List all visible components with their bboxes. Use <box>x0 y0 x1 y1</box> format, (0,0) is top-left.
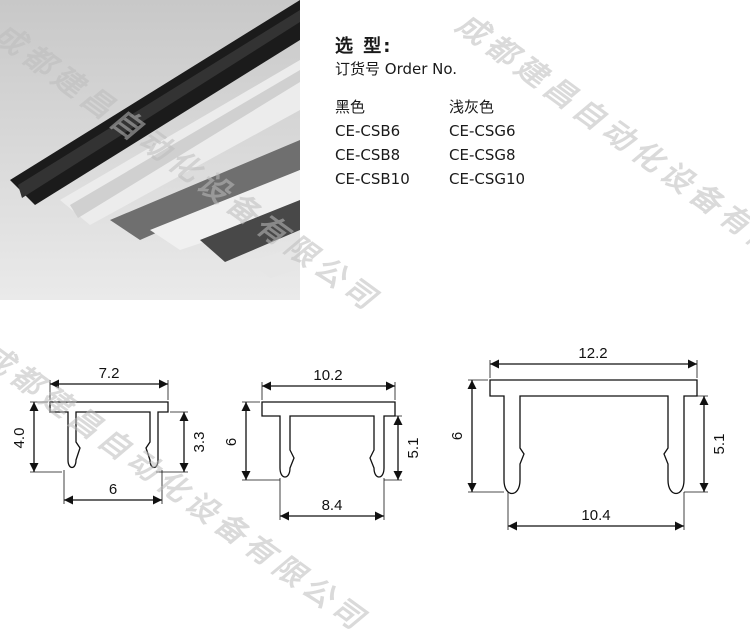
profile-drawing-3 <box>467 359 709 531</box>
gray-heading: 浅灰色 <box>449 98 495 116</box>
dim-bottom-width-3: 10.4 <box>581 507 610 524</box>
dim-leg-height-2: 5.1 <box>405 438 422 459</box>
model-code: CE-CSB8 <box>335 146 401 164</box>
model-code: CE-CSB10 <box>335 170 410 188</box>
dim-height-1: 4.0 <box>11 428 28 449</box>
dim-bottom-width-2: 8.4 <box>322 497 343 514</box>
profile-drawings: 7.2 4.0 3.3 6 10.2 6 5.1 8.4 12.2 6 5.1 … <box>11 345 728 531</box>
selection-info: 选 型: 订货号 Order No. 黑色 CE-CSB6 CE-CSB8 CE… <box>335 36 525 188</box>
model-code: CE-CSB6 <box>335 122 401 140</box>
dim-top-width-3: 12.2 <box>578 345 607 362</box>
selection-title: 选 型: <box>335 36 393 57</box>
dim-bottom-width-1: 6 <box>109 481 117 498</box>
dim-height-3: 6 <box>449 432 466 440</box>
product-photo <box>0 0 300 300</box>
dim-top-width-1: 7.2 <box>99 365 120 382</box>
profile-drawing-2 <box>241 381 403 521</box>
gray-column: 浅灰色 CE-CSG6 CE-CSG8 CE-CSG10 <box>449 96 569 192</box>
black-heading: 黑色 <box>335 98 366 116</box>
black-column: 黑色 CE-CSB6 CE-CSB8 CE-CSB10 <box>335 96 455 192</box>
dim-leg-height-3: 5.1 <box>711 434 728 455</box>
model-code: CE-CSG10 <box>449 170 526 188</box>
dim-leg-height-1: 3.3 <box>191 432 208 453</box>
profile-drawing-1 <box>29 379 189 505</box>
dim-height-2: 6 <box>223 438 240 446</box>
dim-top-width-2: 10.2 <box>313 367 342 384</box>
model-code: CE-CSG6 <box>449 122 516 140</box>
order-number-label: 订货号 Order No. <box>335 60 458 78</box>
model-code: CE-CSG8 <box>449 146 516 164</box>
